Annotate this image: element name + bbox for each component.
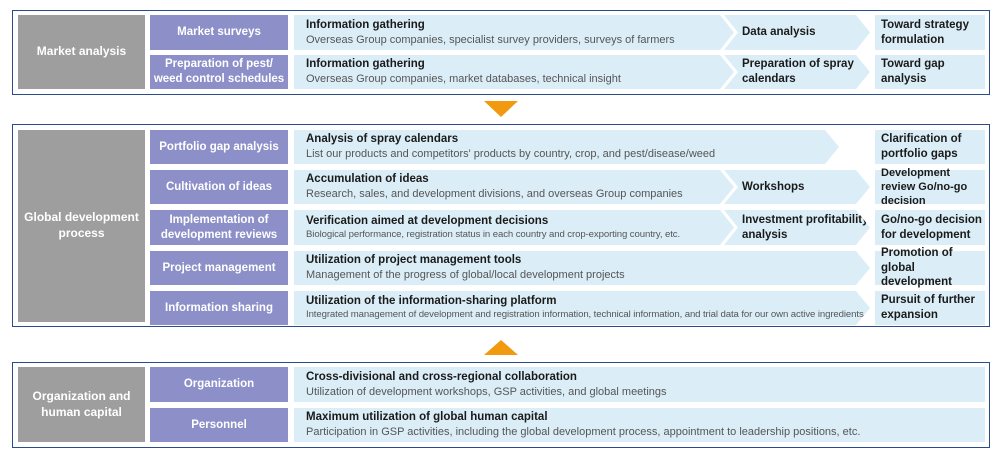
sub-development-reviews: Implementation of development reviews (150, 210, 288, 245)
result-portfolio-gaps: Clarification of portfolio gaps (875, 130, 985, 164)
arrow-up-icon (484, 340, 518, 355)
result-label: Promotion of global development (881, 246, 953, 289)
sub-organization: Organization (150, 367, 288, 402)
step-title: Cross-divisional and cross-regional coll… (306, 370, 577, 383)
step-desc: Management of the progress of global/loc… (306, 269, 625, 282)
step-title: Information gathering (306, 18, 425, 31)
result-further-expansion: Pursuit of further expansion (875, 291, 985, 325)
result-global-development: Promotion of global development (875, 247, 985, 288)
step-desc: List our products and competitors' produ… (306, 148, 716, 161)
step-human-capital: Maximum utilization of global human capi… (294, 408, 985, 442)
sub-market-surveys: Market surveys (150, 15, 288, 50)
step-mid-label: Investment profitability analysis (742, 213, 869, 241)
result-label: Toward strategy formulation (881, 18, 969, 46)
sub-pest-weed-schedules: Preparation of pest/ weed control schedu… (150, 55, 288, 89)
step-mid-label: Workshops (742, 180, 805, 193)
step-desc: Biological performance, registration sta… (306, 228, 681, 240)
step-desc: Research, sales, and development divisio… (306, 188, 683, 201)
global-development-section: Global development process Portfolio gap… (12, 124, 990, 327)
arrow-down-icon (484, 101, 518, 117)
step-title: Analysis of spray calendars (306, 133, 459, 146)
result-gap-analysis: Toward gap analysis (875, 55, 985, 89)
step-title: Utilization of the information-sharing p… (306, 295, 557, 308)
step-information-gathering-2: Information gathering Overseas Group com… (294, 55, 734, 89)
step-data-analysis: Data analysis (724, 15, 870, 50)
step-mid-label: Data analysis (742, 26, 816, 39)
step-title: Verification aimed at development decisi… (306, 214, 549, 227)
step-cross-collaboration: Cross-divisional and cross-regional coll… (294, 367, 985, 402)
result-label: Toward gap analysis (881, 58, 945, 85)
result-label: Development review Go/no-go decision (881, 166, 968, 208)
step-investment-analysis: Investment profitability analysis (724, 210, 870, 245)
step-desc: Utilization of development workshops, GS… (306, 385, 667, 398)
result-label: Go/no-go decision for development (881, 213, 982, 241)
step-desc: Overseas Group companies, specialist sur… (306, 33, 675, 46)
market-analysis-section: Market analysis Market surveys Informati… (12, 10, 990, 95)
step-information-gathering-1: Information gathering Overseas Group com… (294, 15, 734, 50)
step-desc: Participation in GSP activities, includi… (306, 426, 861, 439)
step-project-management-tools: Utilization of project management tools … (294, 251, 870, 285)
category-organization-human-capital: Organization and human capital (18, 367, 145, 442)
step-workshops: Workshops (724, 170, 870, 204)
step-verification: Verification aimed at development decisi… (294, 210, 734, 245)
sub-personnel: Personnel (150, 408, 288, 442)
result-strategy-formulation: Toward strategy formulation (875, 15, 985, 50)
category-market-analysis: Market analysis (18, 15, 145, 89)
step-desc: Overseas Group companies, market databas… (306, 73, 621, 86)
result-label: Pursuit of further expansion (881, 294, 975, 321)
step-spray-calendar-analysis: Analysis of spray calendars List our pro… (294, 130, 839, 164)
step-title: Information gathering (306, 58, 425, 71)
step-title: Accumulation of ideas (306, 173, 429, 186)
result-go-no-go: Go/no-go decision for development (875, 210, 985, 245)
result-development-review: Development review Go/no-go decision (875, 167, 985, 207)
step-accumulation-of-ideas: Accumulation of ideas Research, sales, a… (294, 170, 734, 204)
step-desc: Integrated management of development and… (306, 309, 864, 321)
step-information-sharing-platform: Utilization of the information-sharing p… (294, 291, 870, 325)
sub-cultivation-of-ideas: Cultivation of ideas (150, 170, 288, 204)
step-mid-label: Preparation of spray calendars (742, 58, 854, 85)
sub-information-sharing: Information sharing (150, 291, 288, 325)
category-global-development: Global development process (18, 130, 145, 322)
result-label: Clarification of portfolio gaps (881, 133, 962, 160)
step-title: Maximum utilization of global human capi… (306, 411, 548, 424)
sub-project-management: Project management (150, 251, 288, 285)
organization-section: Organization and human capital Organizat… (12, 362, 990, 448)
sub-portfolio-gap-analysis: Portfolio gap analysis (150, 130, 288, 164)
step-spray-calendars: Preparation of spray calendars (724, 55, 870, 89)
step-title: Utilization of project management tools (306, 254, 522, 267)
